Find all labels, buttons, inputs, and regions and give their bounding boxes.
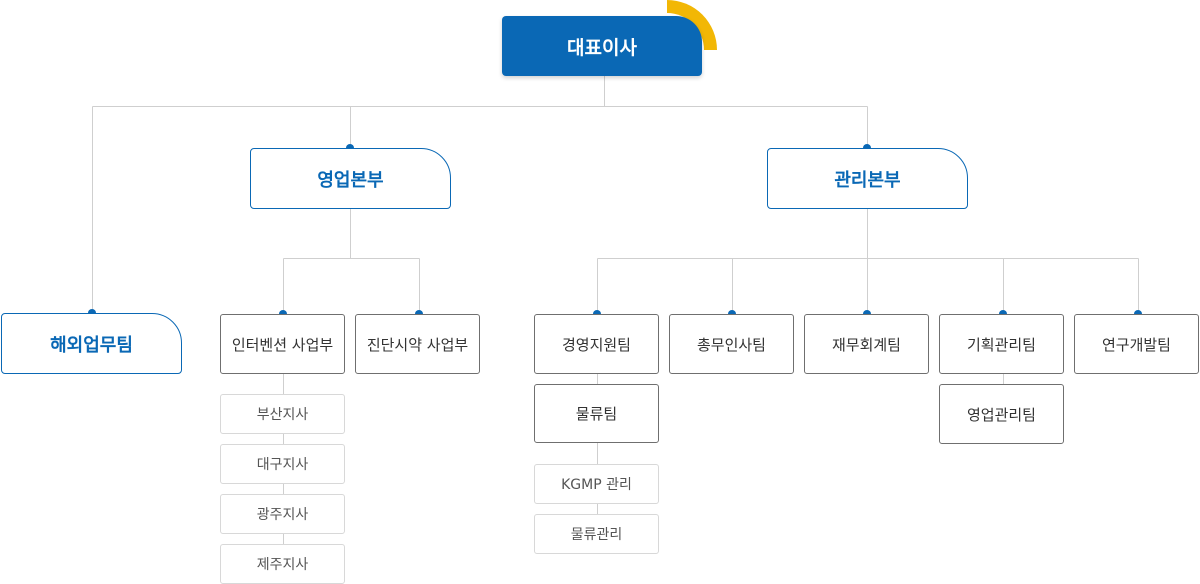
mgmt-hq-box: 관리본부 — [767, 148, 968, 209]
mgmt-team-box: 연구개발팀 — [1074, 314, 1199, 374]
logistics-sub-box: KGMP 관리 — [534, 464, 659, 504]
connector-sales-units — [283, 209, 420, 314]
mgmt-team-box: 기획관리팀 — [939, 314, 1064, 374]
sales-mgmt-team-box: 영업관리팀 — [939, 384, 1064, 444]
intervention-division-box: 인터벤션 사업부 — [220, 314, 345, 374]
mgmt-team-box: 총무인사팀 — [669, 314, 794, 374]
overseas-team-box: 해외업무팀 — [1, 313, 182, 374]
mgmt-team-box: 재무회계팀 — [804, 314, 929, 374]
branch-box: 광주지사 — [220, 494, 345, 534]
branch-box: 제주지사 — [220, 544, 345, 584]
sales-hq-box: 영업본부 — [250, 148, 451, 209]
mgmt-team-box: 경영지원팀 — [534, 314, 659, 374]
diagnostics-division-box: 진단시약 사업부 — [355, 314, 480, 374]
ceo-box: 대표이사 — [502, 16, 702, 76]
branch-box: 부산지사 — [220, 394, 345, 434]
logistics-sub-box: 물류관리 — [534, 514, 659, 554]
connector-mgmt-teams — [597, 209, 1139, 314]
logistics-team-box: 물류팀 — [534, 384, 659, 443]
connector-ceo — [92, 76, 868, 107]
branch-box: 대구지사 — [220, 444, 345, 484]
